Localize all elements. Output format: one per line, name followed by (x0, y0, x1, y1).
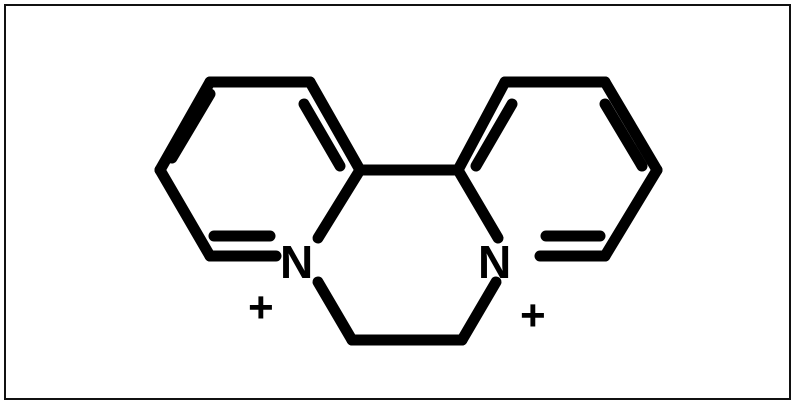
bond-right-ring-top-right (599, 76, 663, 176)
ethylene-bridge (312, 276, 502, 346)
bond-left-ring-right-to-n (312, 164, 366, 244)
bond-right-ring-top-left (452, 76, 511, 176)
double-bond-right-inner-1 (470, 98, 518, 172)
nitrogen-right-label: N (478, 236, 511, 288)
diagram-frame (4, 4, 791, 400)
bond-left-ring-bottom-left (154, 164, 216, 262)
double-bond-right-inner-2 (599, 98, 648, 172)
charge-right-label: + (520, 291, 546, 340)
nitrogen-left-label: N (280, 236, 313, 288)
left-pyridine-ring (154, 76, 366, 262)
bond-bridge-right (456, 276, 502, 346)
right-pyridine-ring (452, 76, 663, 262)
bond-right-ring-left-to-n (452, 164, 504, 244)
bond-right-ring-bottom-right (599, 164, 663, 262)
bond-left-ring-top-right (304, 76, 366, 176)
bond-bridge-left (312, 276, 358, 346)
charge-left-label: + (248, 283, 274, 332)
double-bond-left-inner-2 (298, 98, 346, 172)
double-bond-left-inner-1 (166, 88, 216, 164)
